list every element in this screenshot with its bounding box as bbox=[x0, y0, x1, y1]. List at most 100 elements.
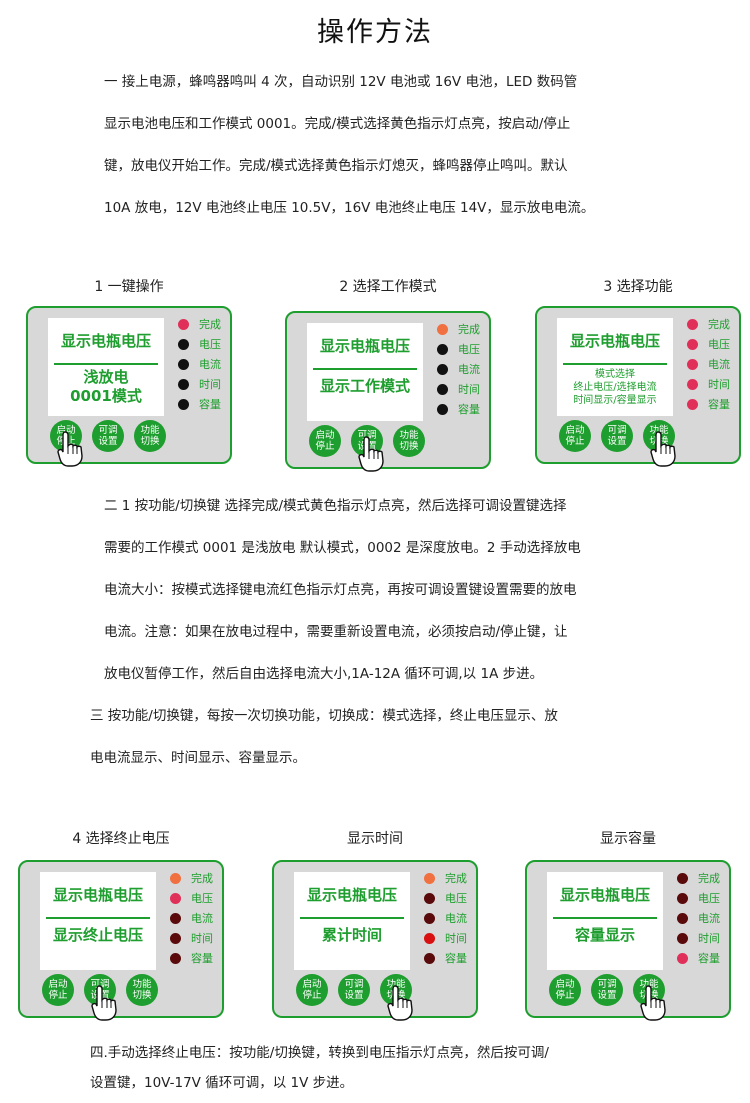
paragraph-line: 四.手动选择终止电压：按功能/切换键，转换到电压指示灯点亮，然后按可调/ bbox=[90, 1045, 549, 1061]
panel-button[interactable]: 启动停止 bbox=[296, 974, 328, 1006]
indicator-lights: 完成电压电流时间容量 bbox=[687, 314, 730, 414]
indicator-row: 容量 bbox=[424, 948, 467, 968]
indicator-label: 容量 bbox=[445, 952, 467, 965]
indicator-row: 容量 bbox=[437, 399, 480, 419]
button-label: 切换 bbox=[399, 441, 419, 452]
indicator-label: 容量 bbox=[708, 398, 730, 411]
screen-secondary: 模式选择终止电压/选择电流时间显示/容量显示 bbox=[557, 368, 673, 407]
indicator-row: 容量 bbox=[170, 948, 213, 968]
indicator-light-icon bbox=[170, 932, 181, 944]
pointing-hand-icon bbox=[357, 435, 387, 473]
indicator-row: 时间 bbox=[437, 379, 480, 399]
indicator-label: 完成 bbox=[199, 318, 221, 331]
indicator-light-icon bbox=[178, 358, 189, 370]
screen-text: 累计时间 bbox=[321, 926, 382, 944]
indicator-light-icon bbox=[424, 892, 435, 904]
button-label: 设置 bbox=[98, 436, 118, 447]
screen-text: 显示电瓶电压 bbox=[52, 886, 143, 904]
indicator-label: 容量 bbox=[698, 952, 720, 965]
paragraph-line: 电流大小：按模式选择键电流红色指示灯点亮，再按可调设置键设置需要的放电 bbox=[104, 582, 577, 598]
panel-button[interactable]: 启动停止 bbox=[549, 974, 581, 1006]
panel-button[interactable]: 功能切换 bbox=[126, 974, 158, 1006]
paragraph-line: 显示电池电压和工作模式 0001。完成/模式选择黄色指示灯点亮，按启动/停止 bbox=[104, 116, 571, 132]
indicator-row: 电流 bbox=[677, 908, 720, 928]
screen-text: 显示电瓶电压 bbox=[559, 886, 650, 904]
indicator-row: 电压 bbox=[677, 888, 720, 908]
indicator-label: 电压 bbox=[708, 338, 730, 351]
button-label: 功能 bbox=[649, 425, 669, 436]
indicator-label: 时间 bbox=[199, 378, 221, 391]
indicator-light-icon bbox=[687, 358, 698, 370]
button-label: 启动 bbox=[302, 979, 322, 990]
indicator-light-icon bbox=[424, 952, 435, 964]
indicator-light-icon bbox=[677, 872, 688, 884]
paragraph-line: 10A 放电，12V 电池终止电压 10.5V，16V 电池终止电压 14V，显… bbox=[104, 200, 595, 216]
button-label: 可调 bbox=[357, 430, 377, 441]
indicator-label: 电流 bbox=[458, 363, 480, 376]
control-panel: 显示电瓶电压容量显示完成电压电流时间容量启动停止可调设置功能切换 bbox=[525, 860, 731, 1021]
panel-caption: 1 一键操作 bbox=[94, 279, 164, 295]
section-three-paragraph: 三 按功能/切换键，每按一次切换功能，切换成：模式选择，终止电压显示、放 电电流… bbox=[90, 695, 558, 779]
indicator-row: 电压 bbox=[424, 888, 467, 908]
screen-divider bbox=[563, 363, 667, 365]
indicator-light-icon bbox=[178, 318, 189, 330]
indicator-light-icon bbox=[424, 872, 435, 884]
indicator-row: 电流 bbox=[178, 354, 221, 374]
button-label: 功能 bbox=[386, 979, 406, 990]
indicator-row: 电流 bbox=[437, 359, 480, 379]
indicator-label: 时间 bbox=[708, 378, 730, 391]
indicator-light-icon bbox=[677, 932, 688, 944]
button-label: 功能 bbox=[140, 425, 160, 436]
panel-button[interactable]: 可调设置 bbox=[338, 974, 370, 1006]
panel-button[interactable]: 启动停止 bbox=[559, 420, 591, 452]
indicator-row: 完成 bbox=[437, 319, 480, 339]
indicator-row: 电压 bbox=[170, 888, 213, 908]
indicator-row: 完成 bbox=[178, 314, 221, 334]
paragraph-line: 三 按功能/切换键，每按一次切换功能，切换成：模式选择，终止电压显示、放 bbox=[90, 708, 558, 724]
indicator-lights: 完成电压电流时间容量 bbox=[677, 868, 720, 968]
indicator-row: 电压 bbox=[437, 339, 480, 359]
panel-button[interactable]: 启动停止 bbox=[42, 974, 74, 1006]
pointing-hand-icon bbox=[649, 430, 679, 468]
screen-text: 容量显示 bbox=[574, 926, 635, 944]
button-label: 设置 bbox=[344, 990, 364, 1001]
screen-text: 显示电瓶电压 bbox=[569, 332, 660, 350]
indicator-light-icon bbox=[424, 932, 435, 944]
indicator-label: 电流 bbox=[698, 912, 720, 925]
indicator-light-icon bbox=[677, 912, 688, 924]
indicator-label: 容量 bbox=[458, 403, 480, 416]
indicator-light-icon bbox=[687, 378, 698, 390]
pointing-hand-icon bbox=[386, 984, 416, 1022]
screen-text: 显示工作模式 bbox=[319, 377, 410, 395]
button-label: 功能 bbox=[399, 430, 419, 441]
button-label: 启动 bbox=[315, 430, 335, 441]
screen-secondary: 显示终止电压 bbox=[40, 926, 156, 944]
panel-caption: 显示容量 bbox=[600, 831, 656, 847]
button-group: 启动停止可调设置功能切换 bbox=[309, 425, 425, 457]
paragraph-line: 设置键，10V-17V 循环可调，以 1V 步进。 bbox=[90, 1075, 354, 1091]
screen-text: 时间显示/容量显示 bbox=[573, 395, 657, 406]
button-label: 启动 bbox=[48, 979, 68, 990]
indicator-light-icon bbox=[170, 872, 181, 884]
paragraph-line: 键，放电仪开始工作。完成/模式选择黄色指示灯熄灭，蜂鸣器停止鸣叫。默认 bbox=[104, 158, 568, 174]
panel-button[interactable]: 可调设置 bbox=[591, 974, 623, 1006]
panel-button[interactable]: 功能切换 bbox=[393, 425, 425, 457]
screen-secondary: 容量显示 bbox=[547, 926, 663, 944]
panel-button[interactable]: 功能切换 bbox=[134, 420, 166, 452]
indicator-row: 时间 bbox=[687, 374, 730, 394]
indicator-row: 容量 bbox=[677, 948, 720, 968]
screen-text: 模式选择 bbox=[595, 369, 635, 380]
indicator-label: 完成 bbox=[445, 872, 467, 885]
indicator-row: 时间 bbox=[178, 374, 221, 394]
indicator-row: 完成 bbox=[677, 868, 720, 888]
indicator-light-icon bbox=[437, 323, 448, 335]
screen-divider bbox=[300, 917, 404, 919]
indicator-label: 时间 bbox=[191, 932, 213, 945]
panel-button[interactable]: 可调设置 bbox=[601, 420, 633, 452]
panel-button[interactable]: 可调设置 bbox=[92, 420, 124, 452]
panel-button[interactable]: 启动停止 bbox=[309, 425, 341, 457]
indicator-lights: 完成电压电流时间容量 bbox=[437, 319, 480, 419]
indicator-label: 容量 bbox=[199, 398, 221, 411]
indicator-light-icon bbox=[687, 338, 698, 350]
